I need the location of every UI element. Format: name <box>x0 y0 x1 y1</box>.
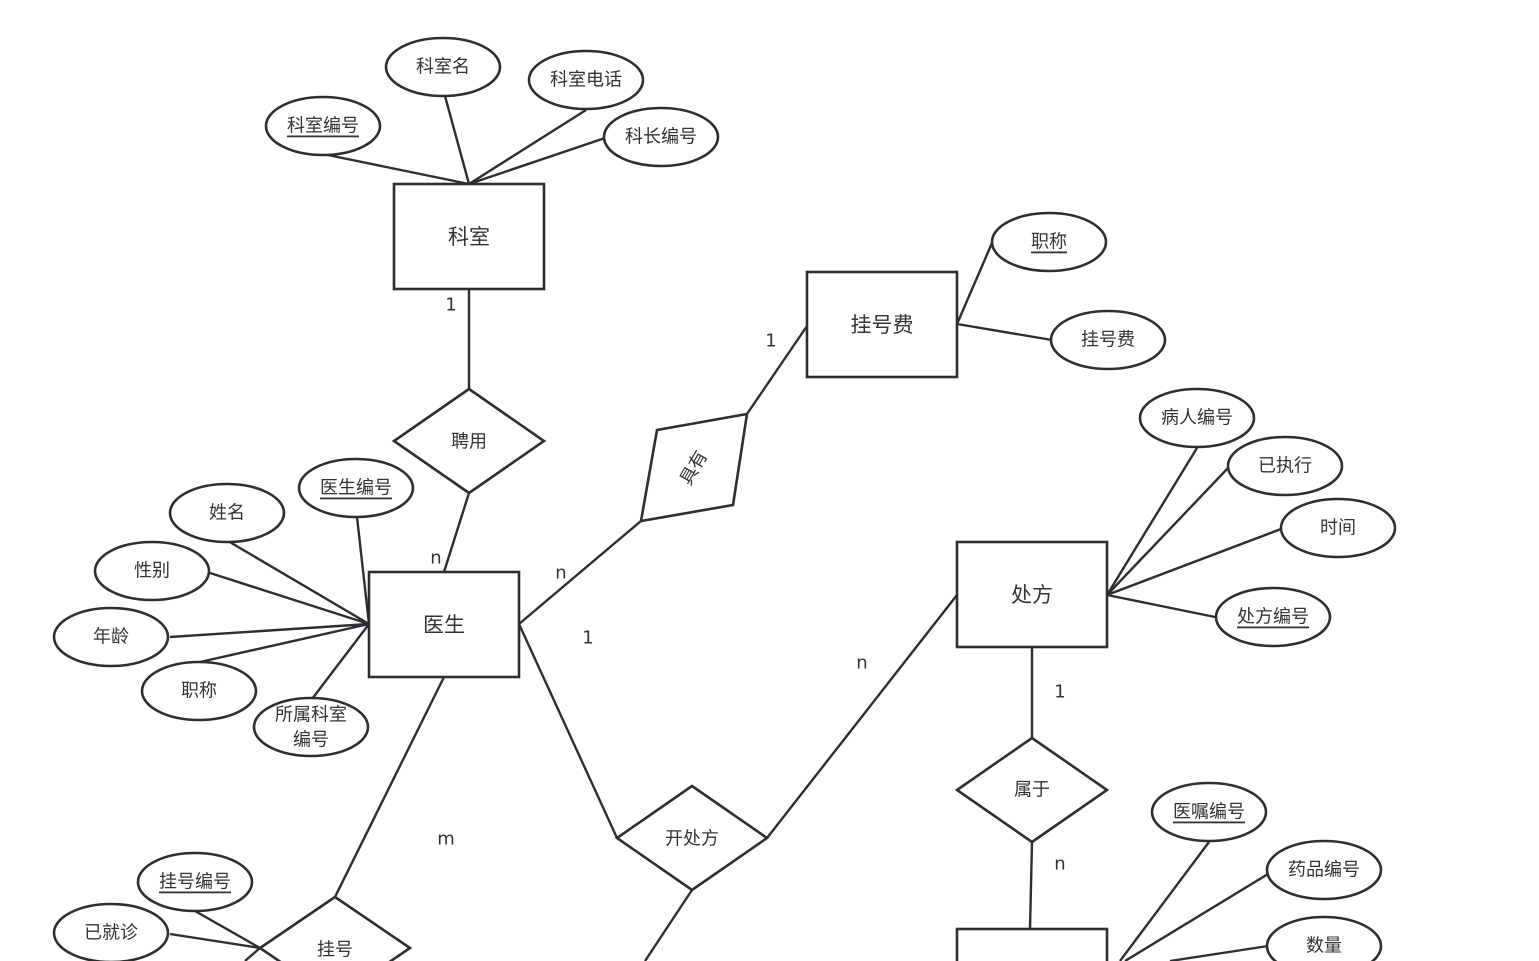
attr-fee-title[interactable]: 职称 <box>990 211 1108 273</box>
entity-label: 挂号费 <box>851 313 914 337</box>
relation-hire[interactable]: 聘用 <box>391 387 547 495</box>
svg-text:病人编号: 病人编号 <box>1161 408 1233 429</box>
svg-text:已就诊: 已就诊 <box>84 923 138 944</box>
svg-text:所属科室: 所属科室 <box>275 705 347 726</box>
relation-label: 属于 <box>1014 780 1050 801</box>
attr-age[interactable]: 年龄 <box>52 606 170 668</box>
svg-text:处方编号: 处方编号 <box>1237 607 1309 628</box>
attr-chief-id[interactable]: 科长编号 <box>602 106 720 168</box>
cardinality: m <box>437 829 455 850</box>
attr-reg-id[interactable]: 挂号编号 <box>136 851 254 913</box>
cardinality: n <box>430 548 441 569</box>
cardinality: n <box>856 653 867 674</box>
attr-gender[interactable]: 性别 <box>93 540 211 602</box>
attr-name[interactable]: 姓名 <box>168 482 286 544</box>
attr-visited[interactable]: 已就诊 <box>52 902 170 961</box>
svg-text:挂号费: 挂号费 <box>1081 330 1135 351</box>
svg-text:年龄: 年龄 <box>93 627 129 648</box>
svg-text:医生编号: 医生编号 <box>320 478 392 499</box>
attr-doctor-id[interactable]: 医生编号 <box>297 457 415 519</box>
attr-fee-amount[interactable]: 挂号费 <box>1049 309 1167 371</box>
attr-order-id[interactable]: 医嘱编号 <box>1150 781 1268 843</box>
svg-text:职称: 职称 <box>181 681 217 702</box>
svg-text:编号: 编号 <box>293 730 329 751</box>
cardinalities: 1 n 1 n 1 n 1 n m <box>430 295 1065 875</box>
relation-label: 聘用 <box>451 432 487 453</box>
entity-order[interactable] <box>955 927 1109 961</box>
cardinality: 1 <box>1054 682 1065 703</box>
svg-text:科室名: 科室名 <box>416 57 470 78</box>
attr-title[interactable]: 职称 <box>140 660 258 722</box>
cardinality: 1 <box>582 628 593 649</box>
entity-prescription[interactable]: 处方 <box>955 540 1109 649</box>
svg-text:药品编号: 药品编号 <box>1288 860 1360 881</box>
svg-text:数量: 数量 <box>1306 936 1342 957</box>
entity-doctor[interactable]: 医生 <box>367 570 521 679</box>
cardinality: n <box>555 563 566 584</box>
svg-text:姓名: 姓名 <box>209 503 245 524</box>
svg-text:职称: 职称 <box>1031 232 1067 253</box>
entity-label: 医生 <box>423 613 465 637</box>
entity-label: 处方 <box>1011 583 1053 607</box>
svg-text:科室电话: 科室电话 <box>550 70 622 91</box>
attr-presc-id[interactable]: 处方编号 <box>1214 586 1332 648</box>
attr-drug-id[interactable]: 药品编号 <box>1265 839 1383 901</box>
entity-dept[interactable]: 科室 <box>392 182 546 291</box>
entity-label: 科室 <box>448 225 490 249</box>
attr-dept-name[interactable]: 科室名 <box>384 36 502 98</box>
svg-text:性别: 性别 <box>134 561 170 582</box>
cardinality: 1 <box>765 331 776 352</box>
attr-time[interactable]: 时间 <box>1279 497 1397 559</box>
svg-text:已执行: 已执行 <box>1258 456 1312 477</box>
relation-has[interactable]: 具有 <box>639 412 749 523</box>
attr-quantity[interactable]: 数量 <box>1265 915 1383 961</box>
entity-fee[interactable]: 挂号费 <box>805 270 959 379</box>
attr-dept-id[interactable]: 科室编号 <box>264 95 382 157</box>
svg-text:挂号编号: 挂号编号 <box>159 872 231 893</box>
relation-prescribe[interactable]: 开处方 <box>614 784 770 892</box>
attr-executed[interactable]: 已执行 <box>1226 435 1344 497</box>
relation-label: 挂号 <box>317 940 353 961</box>
relation-belong[interactable]: 属于 <box>954 736 1110 844</box>
svg-text:医嘱编号: 医嘱编号 <box>1173 802 1245 823</box>
relation-label: 开处方 <box>665 829 719 850</box>
relation-register[interactable]: 挂号 <box>257 895 413 961</box>
svg-text:科长编号: 科长编号 <box>625 127 697 148</box>
attr-patient-id[interactable]: 病人编号 <box>1138 387 1256 449</box>
cardinality: 1 <box>445 295 456 316</box>
attr-dept-phone[interactable]: 科室电话 <box>527 49 645 111</box>
connectors <box>169 95 1282 961</box>
svg-text:科室编号: 科室编号 <box>287 116 359 137</box>
svg-text:时间: 时间 <box>1320 518 1356 539</box>
cardinality: n <box>1054 854 1065 875</box>
